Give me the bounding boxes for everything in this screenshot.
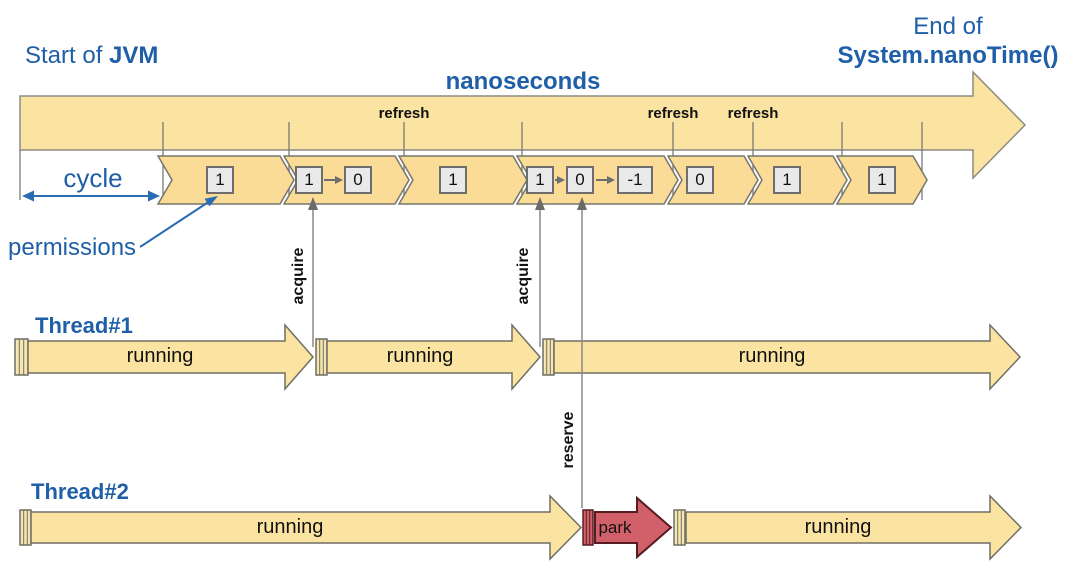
acquire-label-1: acquire (290, 247, 307, 305)
permission-box: 1 (773, 166, 801, 194)
permission-box: 1 (295, 166, 323, 194)
permissions-label: permissions (8, 234, 137, 261)
permission-box: 0 (686, 166, 714, 194)
start-of-text: Start of (25, 42, 103, 69)
thread2-park-arrow (594, 495, 673, 560)
permission-box: -1 (617, 166, 653, 194)
refresh-label-2: refresh (647, 105, 699, 122)
permission-box: 0 (344, 166, 372, 194)
thread2-running2-arrow (685, 494, 1023, 561)
thread2-running1-arrow (30, 494, 583, 561)
permissions-pointer-arrow (139, 196, 218, 248)
reserve-event-line (577, 197, 587, 508)
thread1-running3-arrow (553, 323, 1022, 391)
thread1-running2-arrow (326, 323, 541, 391)
thread2-name: Thread#2 (31, 479, 129, 504)
thread1-running1-arrow (27, 323, 314, 391)
thread1-running3-label: running (738, 345, 806, 367)
cycle-extent-arrow (22, 190, 160, 202)
acquire-label-2: acquire (515, 247, 532, 305)
refresh-label-3: refresh (727, 105, 779, 122)
thread2-park-label: park (598, 518, 632, 537)
thread1-running2-label: running (386, 345, 454, 367)
refresh-label-1: refresh (378, 105, 430, 122)
end-of-text: End of (913, 13, 983, 40)
start-of-jvm-label: Start of JVM (25, 42, 158, 70)
permission-box: 1 (206, 166, 234, 194)
thread1-name: Thread#1 (35, 313, 133, 338)
cycle-label: cycle (63, 163, 123, 193)
permission-box: 0 (566, 166, 594, 194)
jvm-text: JVM (109, 42, 159, 69)
thread2-arrows (19, 494, 1023, 561)
nanoseconds-axis-label: nanoseconds (445, 68, 601, 95)
system-nanotime-text: System.nanoTime() (837, 42, 1059, 69)
reserve-label: reserve (560, 411, 577, 469)
thread1-arrows (14, 323, 1022, 391)
thread2-running1-label: running (256, 516, 324, 538)
permission-box: 1 (526, 166, 554, 194)
permission-transition-arrows (324, 176, 615, 184)
thread1-running1-label: running (126, 345, 194, 367)
end-of-nanotime-label: End of System.nanoTime() (828, 12, 1068, 70)
acquire-event-lines (308, 197, 545, 347)
permission-box: 1 (439, 166, 467, 194)
permission-box: 1 (868, 166, 896, 194)
thread2-running2-label: running (804, 516, 872, 538)
